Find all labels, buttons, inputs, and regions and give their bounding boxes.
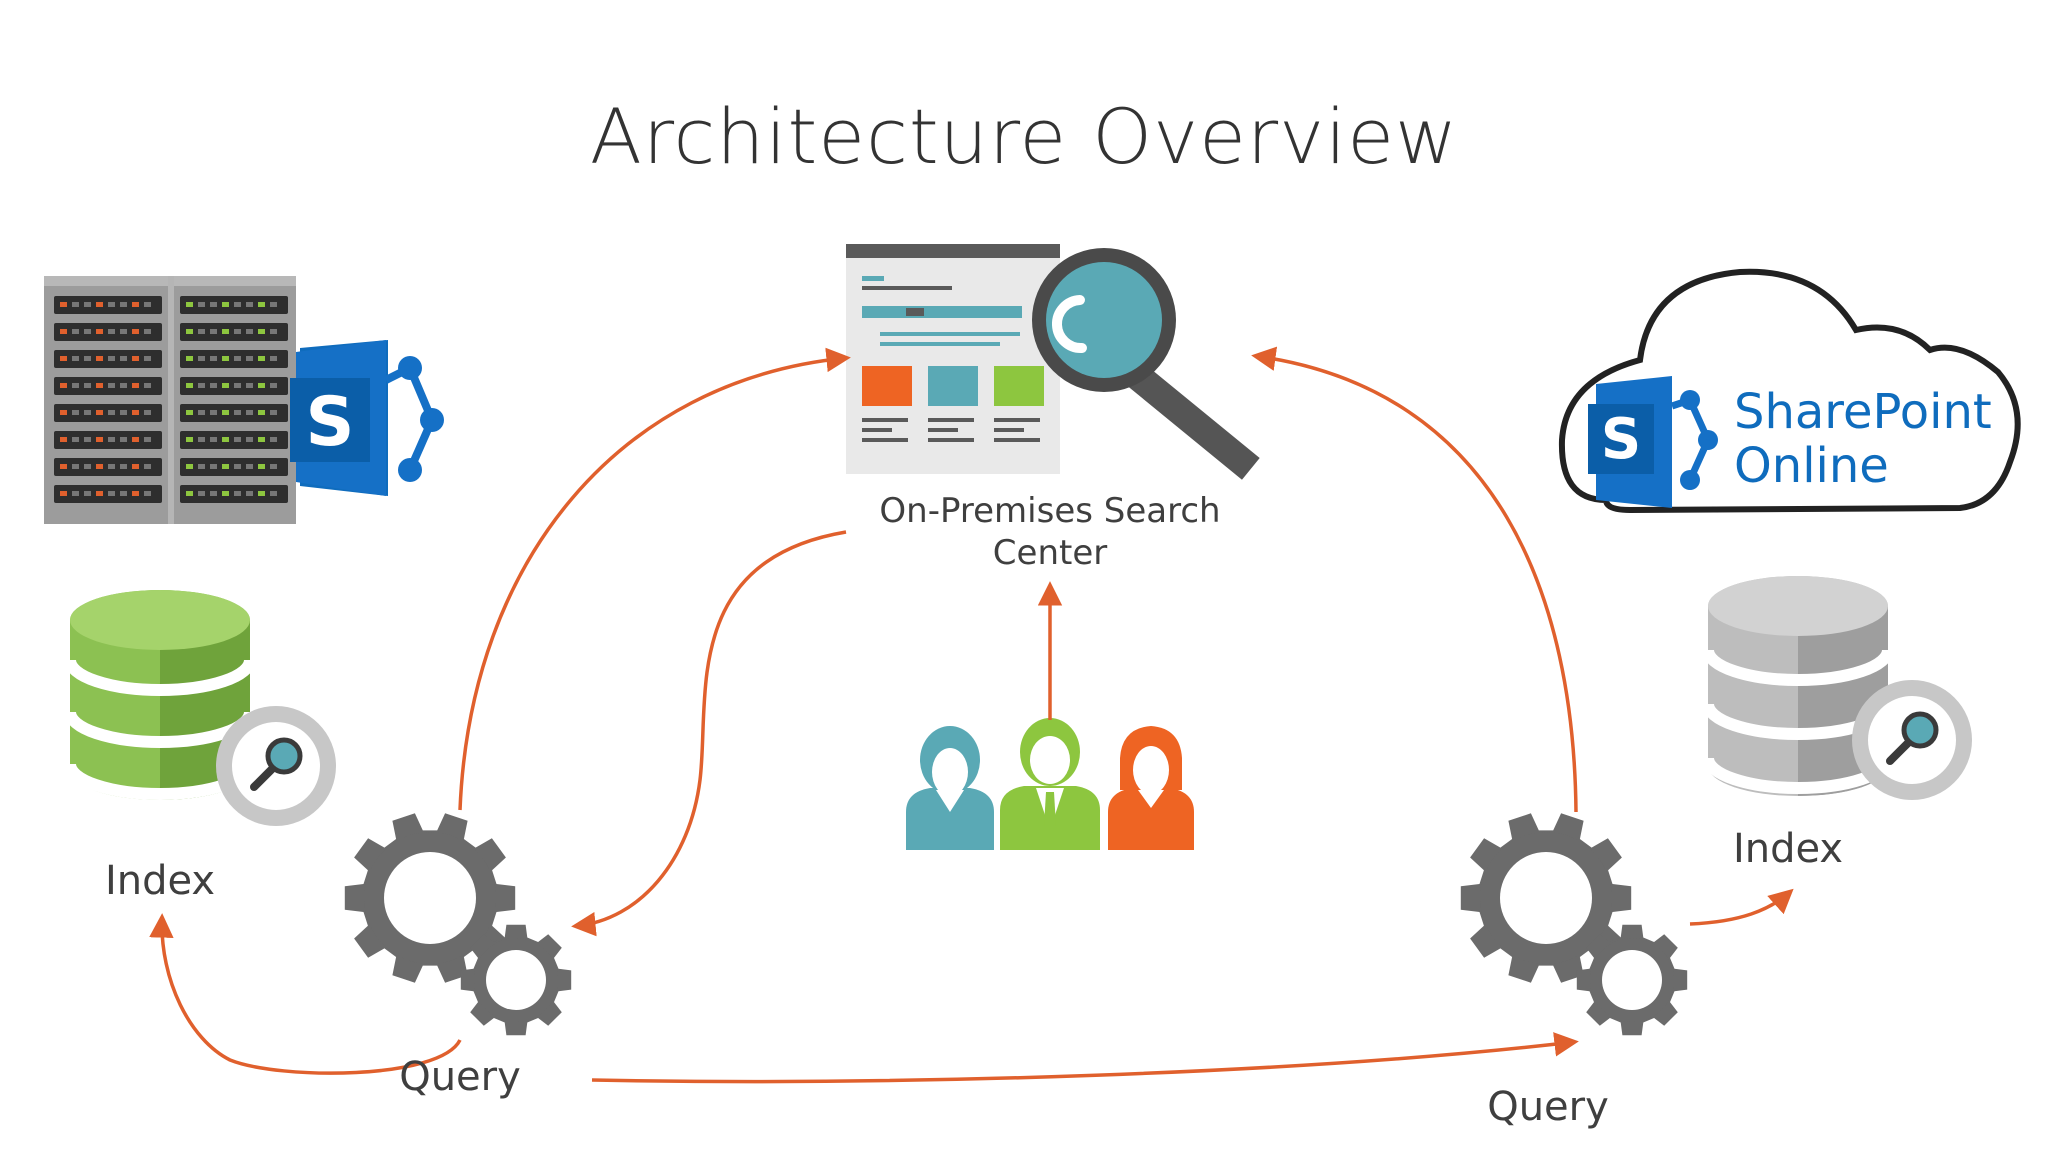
left-index-label: Index xyxy=(104,858,216,904)
arrow-right-query-to-right-index xyxy=(1689,888,1794,926)
search-badge-icon xyxy=(216,706,336,826)
cloud-title-line1: SharePoint xyxy=(1734,384,1992,440)
arrow-left-query-to-right-query xyxy=(591,1032,1579,1084)
cloud-title-line2: Online xyxy=(1734,438,1889,494)
query-gears-icon xyxy=(1460,813,1688,1036)
search-center-label: On-Premises Search Center xyxy=(879,491,1221,573)
right-index-label: Index xyxy=(1732,826,1844,872)
gray-index-database-icon xyxy=(1702,576,1894,796)
server-rack-icon xyxy=(44,276,296,524)
search-center-page-icon xyxy=(846,244,1060,474)
arrow-center-to-left-query xyxy=(571,530,847,937)
page-title: Architecture Overview xyxy=(589,92,1459,181)
flow-arrows xyxy=(149,346,1794,1084)
query-gears-icon xyxy=(344,813,572,1036)
badge-letter: S xyxy=(306,383,355,462)
arrow-left-query-to-left-index xyxy=(149,913,462,1075)
arrow-left-query-to-center xyxy=(458,347,851,811)
cloud-icon xyxy=(1558,268,2021,514)
sharepoint-logo-icon: S xyxy=(290,340,444,496)
sharepoint-online-logo-icon: S SharePoint Online xyxy=(1588,376,1992,508)
magnifier-icon xyxy=(1032,248,1260,480)
search-badge-icon xyxy=(1852,680,1972,800)
right-query-label: Query xyxy=(1487,1084,1609,1130)
arrow-right-query-to-center xyxy=(1251,346,1578,813)
green-index-database-icon xyxy=(64,590,256,800)
badge-letter: S xyxy=(1601,407,1641,472)
users-group-icon xyxy=(906,718,1194,850)
left-query-label: Query xyxy=(399,1054,521,1100)
